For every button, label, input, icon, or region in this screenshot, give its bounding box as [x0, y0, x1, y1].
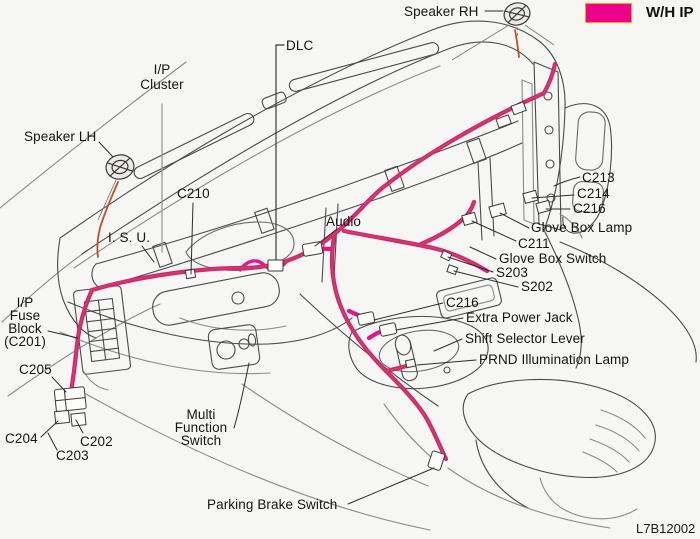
- diagram-code: L7B12002: [636, 521, 696, 536]
- label-glove-box-lamp: Glove Box Lamp: [531, 220, 633, 235]
- label-glove-box-switch: Glove Box Switch: [499, 251, 607, 266]
- speaker-rh-icon: [503, 2, 531, 26]
- label-multi-function-switch: Multi Function Switch: [174, 407, 228, 448]
- label-parking-brake-switch: Parking Brake Switch: [207, 497, 338, 512]
- label-c205: C205: [19, 362, 52, 377]
- label-s203: S203: [496, 265, 528, 280]
- leader-lines: [40, 10, 581, 505]
- legend-label: W/H IP: [646, 4, 694, 21]
- label-c202: C202: [80, 434, 113, 449]
- label-shift-selector-lever: Shift Selector Lever: [465, 331, 585, 346]
- speaker-lh-icon: [105, 154, 135, 180]
- label-c214: C214: [577, 186, 610, 201]
- speaker-wires: [96, 29, 520, 258]
- label-ip-cluster: I/P Cluster: [140, 62, 184, 92]
- wiring-harness-core: [68, 63, 556, 460]
- speaker-guide-lines: [97, 24, 555, 221]
- label-dlc: DLC: [286, 38, 314, 53]
- label-c211: C211: [518, 236, 550, 251]
- label-isu: I. S. U.: [108, 230, 151, 245]
- label-c204: C204: [5, 431, 38, 446]
- label-c203: C203: [56, 448, 89, 463]
- label-c216-upper: C216: [573, 201, 606, 216]
- multi-function-switch-drawing: [207, 324, 261, 370]
- label-s202: S202: [521, 279, 553, 294]
- label-ip-fuse-block: I/P Fuse Block (C201): [4, 295, 46, 349]
- label-speaker-lh: Speaker LH: [24, 129, 97, 144]
- legend-harness-swatch: [585, 3, 632, 23]
- label-c216-mid: C216: [446, 295, 479, 310]
- label-speaker-rh: Speaker RH: [404, 4, 479, 19]
- pointer-lines: [161, 44, 285, 267]
- dashboard-line-art: [0, 20, 697, 531]
- label-c210: C210: [177, 186, 210, 201]
- label-extra-power-jack: Extra Power Jack: [466, 310, 573, 325]
- connector-boxes: [53, 101, 552, 471]
- label-prnd-illumination-lamp: PRND Illumination Lamp: [479, 352, 630, 367]
- label-audio: Audio: [326, 214, 362, 229]
- label-c213: C213: [582, 170, 615, 185]
